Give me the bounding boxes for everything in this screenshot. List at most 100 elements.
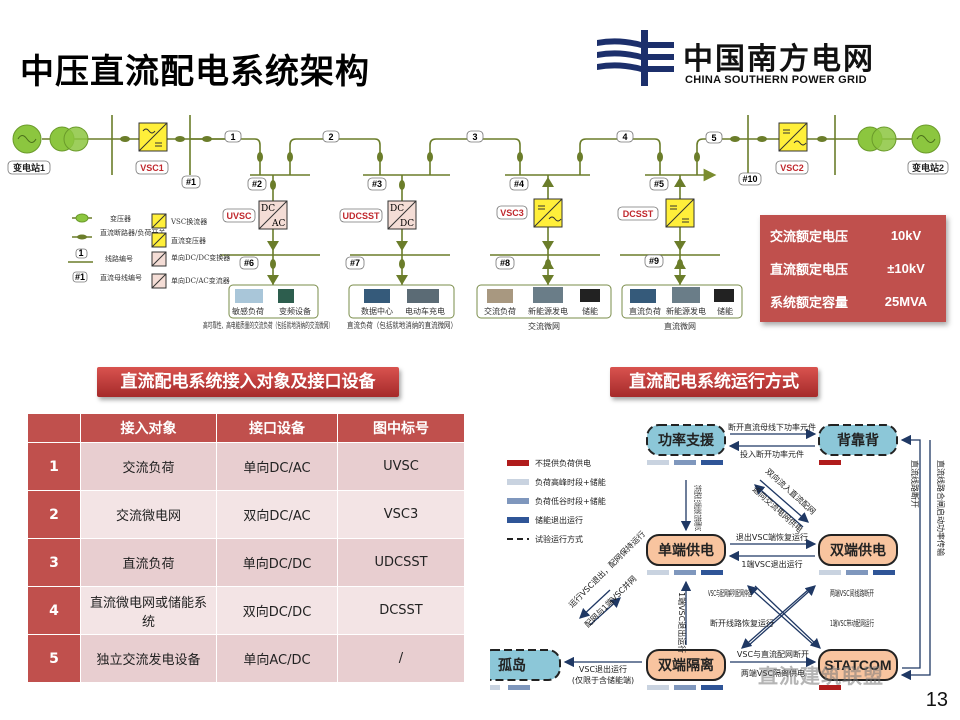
table-row: 3 直流负荷 单向DC/DC UDCSST: [27, 538, 465, 587]
svg-text:DC: DC: [400, 219, 414, 229]
bus-number-4: #4: [514, 179, 524, 189]
storage-image: [714, 289, 734, 302]
svg-text:敏感负荷: 敏感负荷: [232, 306, 264, 316]
line-number-labels: 1 2 3 4 5: [224, 130, 723, 144]
column-header-object: 接入对象: [80, 413, 217, 443]
svg-text:直流负荷（包括就地消纳的直流微网）: 直流负荷（包括就地消纳的直流微网）: [347, 320, 457, 330]
param-ac-voltage: 交流额定电压 10kV: [770, 219, 936, 252]
bus-number-10: #10: [742, 174, 757, 184]
svg-text:数据中心: 数据中心: [361, 306, 393, 316]
mode-single-end: 单端供电: [646, 534, 726, 575]
watermark: 直流建筑联盟: [758, 664, 884, 688]
operation-mode-diagram: 不提供负荷供电 负荷高峰时段+储能 负荷低谷时段+储能 储能退出运行 试验运行方…: [490, 422, 946, 690]
svg-text:直流微网: 直流微网: [664, 321, 696, 331]
station-1-label: 变电站1: [13, 162, 45, 173]
row-number: 4: [27, 586, 81, 635]
bus-number-9: #9: [649, 256, 659, 266]
svg-text:单向DC/AC变流器: 单向DC/AC变流器: [171, 276, 230, 285]
svg-text:直流母线编号: 直流母线编号: [100, 273, 142, 282]
vsc2-converter-icon: [778, 122, 808, 152]
mode-island: 孤岛: [490, 649, 561, 690]
svg-text:负荷低谷时段+储能: 负荷低谷时段+储能: [535, 496, 606, 506]
svg-text:变压器: 变压器: [110, 214, 131, 223]
rated-parameters-panel: 交流额定电压 10kV 直流额定电压 ±10kV 系统额定容量 25MVA: [760, 215, 946, 322]
table-row: 2 交流微电网 双向DC/AC VSC3: [27, 490, 465, 539]
line-number-1: 1: [230, 132, 235, 142]
load-group-4: 直流负荷 新能源发电 储能 直流微网: [621, 284, 743, 331]
table-row: 1 交流负荷 单向DC/AC UVSC: [27, 442, 465, 491]
logo-chinese-name: 中国南方电网: [683, 42, 875, 77]
datacenter-image: [364, 289, 390, 303]
ev-charging-image: [407, 289, 439, 303]
param-label: 直流额定电压: [770, 263, 849, 278]
svg-text:功率支援失败 主动退出给储 交流电网侧VSC: 功率支援失败 主动退出给储 交流电网侧VSC: [693, 485, 703, 531]
interface-device: 双向DC/DC: [216, 586, 338, 635]
mode-statcom: STATCOM: [818, 649, 898, 690]
svg-text:交流负荷: 交流负荷: [484, 306, 516, 316]
ac-load-image: [487, 289, 513, 303]
column-header-index: [27, 413, 81, 443]
row-number: 2: [27, 490, 81, 539]
svg-text:直流变压器: 直流变压器: [171, 236, 206, 245]
svg-text:VSC与直流配网断开: VSC与直流配网断开: [737, 649, 809, 659]
svg-text:直流线路断开: 直流线路断开: [910, 460, 920, 508]
architecture-diagram: 变电站1 VSC1 VSC2 变电站2 1 2 3 4 5 #1 #2 #3: [7, 115, 949, 331]
motor-image: [278, 289, 294, 303]
uvsc-converter-icon: DC AC: [258, 200, 288, 230]
svg-text:负荷高峰时段+储能: 负荷高峰时段+储能: [535, 477, 606, 487]
svg-text:直流负荷: 直流负荷: [629, 306, 661, 316]
interface-device: 单向DC/AC: [216, 442, 338, 491]
station-1-generator-icon: [12, 124, 42, 154]
legend-breaker-icon: [77, 234, 87, 240]
param-label: 交流额定电压: [770, 230, 849, 245]
svg-text:(仅限于含储能端): (仅限于含储能端): [572, 675, 634, 685]
svg-text:断开线路恢复运行: 断开线路恢复运行: [710, 618, 774, 628]
bus-number-1: #1: [186, 177, 196, 187]
svg-text:高可靠性、高电能质量的交流负荷（包括就地消纳的交流微网）: 高可靠性、高电能质量的交流负荷（包括就地消纳的交流微网）: [203, 320, 333, 330]
svg-text:VSC退出运行: VSC退出运行: [579, 664, 627, 674]
table-header-row: 接入对象 接口设备 图中标号: [27, 413, 465, 443]
interface-device: 双向DC/AC: [216, 490, 338, 539]
mode-dual-isolated: 双端隔离: [646, 649, 726, 690]
diagram-label: UVSC: [337, 442, 465, 491]
uvsc-label: UVSC: [226, 211, 252, 221]
company-logo: 中国南方电网 CHINA SOUTHERN POWER GRID: [595, 30, 925, 90]
load-group-2: 数据中心 电动车充电 直流负荷（包括就地消纳的直流微网）: [347, 284, 457, 330]
svg-text:断开直流母线下功率元件: 断开直流母线下功率元件: [728, 422, 816, 432]
mode-legend: 不提供负荷供电 负荷高峰时段+储能 负荷低谷时段+储能 储能退出运行 试验运行方…: [507, 458, 606, 544]
svg-text:1端VSC退出运行: 1端VSC退出运行: [677, 592, 687, 653]
legend-swatch-storage-off: [507, 517, 529, 523]
access-object: 直流微电网或储能系统: [80, 586, 217, 635]
svg-text:DC: DC: [261, 204, 275, 214]
svg-text:交流微网: 交流微网: [528, 321, 560, 331]
svg-text:单端供电: 单端供电: [658, 542, 714, 559]
bus-number-8: #8: [500, 258, 510, 268]
svg-text:电动车充电: 电动车充电: [405, 306, 445, 316]
vsc2-label: VSC2: [780, 163, 804, 173]
svg-text:功率支援: 功率支援: [658, 432, 715, 449]
transformer-2-icon: [857, 126, 897, 152]
diagram-label: /: [337, 634, 465, 683]
renewable-image: [672, 287, 700, 303]
vsc3-converter-icon: [533, 198, 563, 228]
bus-number-3: #3: [372, 179, 382, 189]
diagram-legend: 变压器 直流断路器/负荷开关 1 线路编号 #1 直流母线编号 VSC换流器 直…: [68, 213, 230, 289]
svg-text:试验运行方式: 试验运行方式: [535, 534, 583, 544]
line-number-3: 3: [472, 132, 477, 142]
svg-text:孤岛: 孤岛: [498, 657, 526, 674]
column-header-device: 接口设备: [216, 413, 338, 443]
svg-text:STATCOM: STATCOM: [824, 657, 891, 673]
svg-text:双端供电: 双端供电: [830, 542, 886, 559]
logo-english-name: CHINA SOUTHERN POWER GRID: [685, 74, 867, 86]
vsc1-label: VSC1: [140, 163, 164, 173]
access-object: 独立交流发电设备: [80, 634, 217, 683]
bus-number-5: #5: [654, 179, 664, 189]
factory-image: [235, 289, 263, 303]
param-value: 25MVA: [884, 294, 928, 309]
svg-text:储能: 储能: [582, 306, 598, 316]
line-number-2: 2: [328, 132, 333, 142]
svg-text:VSC换流器: VSC换流器: [170, 217, 207, 226]
diagram-label: UDCSST: [337, 538, 465, 587]
svg-text:储能: 储能: [717, 306, 733, 316]
access-object: 交流负荷: [80, 442, 217, 491]
